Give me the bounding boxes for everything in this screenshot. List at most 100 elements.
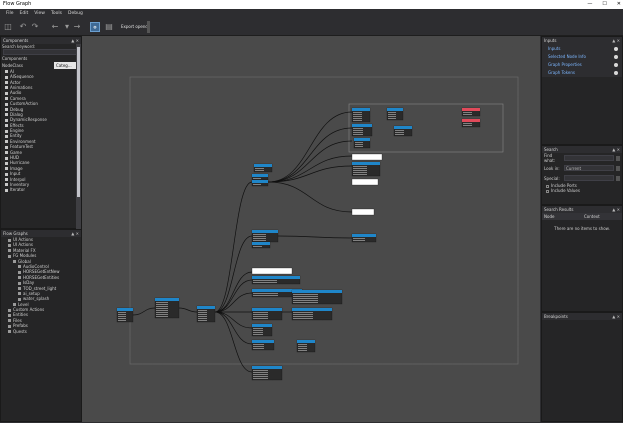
node-port[interactable] (293, 294, 318, 295)
graph-node[interactable] (351, 153, 383, 161)
node-port[interactable] (253, 314, 268, 315)
node-header[interactable] (252, 289, 302, 292)
node-port[interactable] (198, 312, 207, 313)
component-item[interactable]: Dialog (1, 112, 81, 117)
node-port[interactable] (253, 295, 278, 296)
node-port[interactable] (353, 112, 362, 113)
node-port[interactable] (118, 316, 126, 317)
node-port[interactable] (298, 346, 307, 347)
node-port[interactable] (118, 318, 126, 319)
component-item[interactable]: AI (1, 69, 81, 74)
node-header[interactable] (252, 324, 272, 327)
node-port[interactable] (253, 348, 264, 349)
flowgraph-item[interactable]: TOD_street_light (1, 286, 81, 291)
graph-node[interactable] (251, 267, 293, 275)
node-port[interactable] (395, 132, 404, 133)
node-port[interactable] (353, 238, 365, 239)
node-port[interactable] (353, 168, 367, 169)
node-header[interactable] (252, 230, 278, 233)
forward-icon[interactable]: → (73, 22, 81, 31)
scrollbar-thumb[interactable] (77, 47, 80, 197)
node-header[interactable] (352, 124, 372, 127)
node-port[interactable] (293, 296, 318, 297)
node-header[interactable] (117, 308, 133, 311)
component-item[interactable]: Audio (1, 90, 81, 95)
node-port[interactable] (253, 280, 277, 281)
node-port[interactable] (253, 236, 266, 237)
node-port[interactable] (353, 128, 363, 129)
node-port[interactable] (156, 302, 168, 303)
export-opend-label[interactable]: Export opend (121, 24, 148, 29)
node-port[interactable] (253, 282, 277, 283)
node-header[interactable] (462, 108, 480, 111)
node-port[interactable] (253, 370, 268, 371)
node-port[interactable] (253, 344, 264, 345)
component-item[interactable]: Environment (1, 139, 81, 144)
node-port[interactable] (463, 112, 472, 113)
graph-properties-item[interactable]: Graph Properties (542, 61, 622, 69)
component-item[interactable]: DynamicResponse (1, 117, 81, 122)
node-header[interactable] (292, 308, 332, 311)
special-select[interactable] (564, 175, 614, 181)
node-port[interactable] (198, 314, 207, 315)
flowgraph-item[interactable]: Material FX (1, 248, 81, 253)
node-header[interactable] (387, 108, 403, 111)
node-port[interactable] (298, 350, 307, 351)
component-item[interactable]: Actor (1, 80, 81, 85)
node-port[interactable] (253, 374, 268, 375)
node-port[interactable] (353, 118, 362, 119)
node-port[interactable] (395, 130, 404, 131)
component-item[interactable]: Interpol (1, 177, 81, 182)
look-in-dropdown-icon[interactable] (616, 165, 620, 171)
flowgraph-item[interactable]: water_splash (1, 296, 81, 301)
include-ports-checkbox[interactable] (546, 184, 549, 188)
menu-file[interactable]: File (6, 11, 14, 16)
node-port[interactable] (156, 304, 168, 305)
node-port[interactable] (253, 240, 266, 241)
node-port[interactable] (463, 123, 472, 124)
node-header[interactable] (252, 366, 282, 369)
node-port[interactable] (198, 320, 207, 321)
node-port[interactable] (355, 142, 363, 143)
node-port[interactable] (118, 314, 126, 315)
node-header[interactable] (394, 126, 412, 129)
node-port[interactable] (253, 328, 263, 329)
find-dropdown-icon[interactable] (616, 155, 620, 161)
flowgraph-item[interactable]: FG Modules (1, 253, 81, 258)
component-item[interactable]: Engine (1, 128, 81, 133)
minimize-icon[interactable]: — (587, 1, 593, 7)
node-port[interactable] (353, 166, 367, 167)
node-port[interactable] (355, 144, 363, 145)
close-icon[interactable]: ✕ (616, 1, 621, 7)
node-header[interactable] (252, 242, 270, 245)
node-port[interactable] (293, 300, 318, 301)
node-port[interactable] (388, 116, 396, 117)
node-port[interactable] (353, 114, 362, 115)
node-port[interactable] (253, 246, 262, 247)
search-keyword-input[interactable] (3, 49, 79, 56)
node-header[interactable] (252, 340, 274, 343)
node-port[interactable] (293, 302, 318, 303)
component-item[interactable]: Input (1, 171, 81, 176)
node-port[interactable] (353, 130, 363, 131)
inputs-item[interactable]: Inputs (542, 45, 622, 53)
node-port[interactable] (298, 348, 307, 349)
graph-node[interactable] (351, 178, 379, 186)
node-port[interactable] (156, 306, 168, 307)
component-item[interactable]: Debug (1, 107, 81, 112)
node-header[interactable] (252, 180, 268, 183)
node-port[interactable] (253, 372, 268, 373)
flowgraph-item[interactable]: UI Actions (1, 237, 81, 242)
node-port[interactable] (293, 316, 313, 317)
graph-node[interactable] (351, 208, 375, 216)
node-port[interactable] (255, 168, 264, 169)
node-port[interactable] (353, 116, 362, 117)
flowgraph-item[interactable]: Entities (1, 312, 81, 317)
pin-icon[interactable]: ▲ ✕ (71, 38, 79, 43)
node-port[interactable] (156, 312, 168, 313)
file-icon[interactable]: ▤ (105, 22, 113, 31)
flowgraph-item[interactable]: UI Actions (1, 242, 81, 247)
flowgraph-item[interactable]: HORSEGetEntNew (1, 269, 81, 274)
node-port[interactable] (353, 132, 363, 133)
flowgraph-item[interactable]: ai_setup (1, 291, 81, 296)
